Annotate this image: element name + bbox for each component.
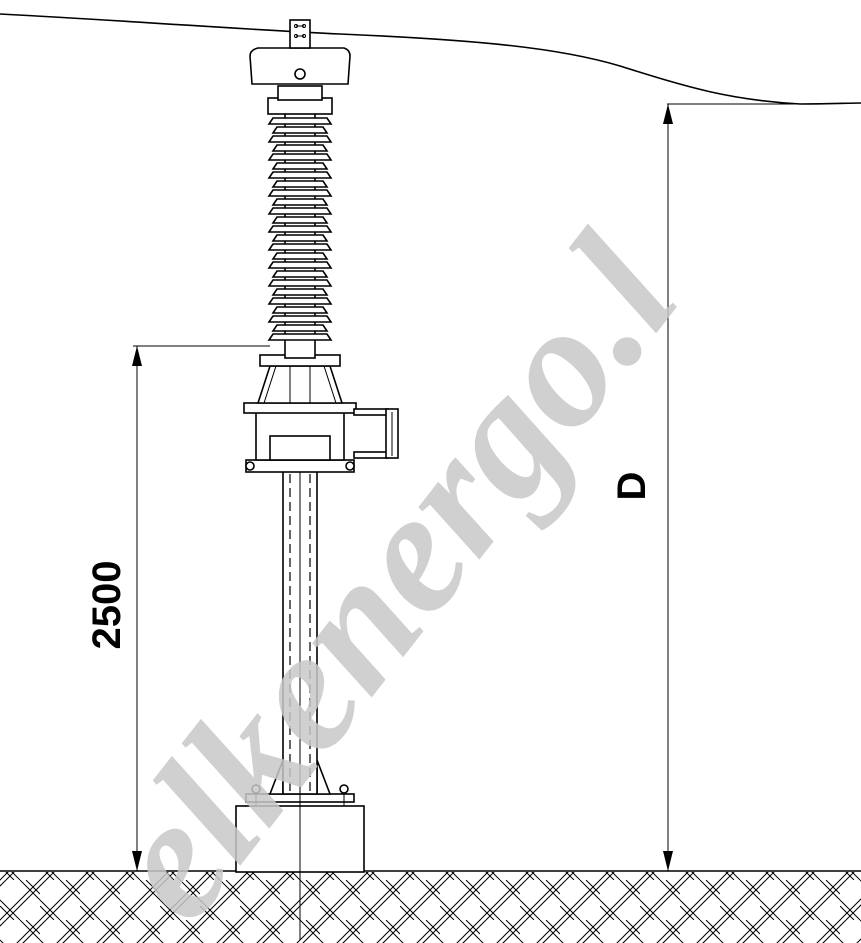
insulator-shed [267,243,333,251]
insulator-shed [267,207,333,215]
dimension-d-label: D [610,472,654,501]
dimension-2500 [132,345,270,871]
insulator-shed [267,333,333,341]
insulator-shed [267,279,333,287]
support-column [282,460,318,940]
insulator-shed [267,117,333,125]
insulator-shed [271,234,329,242]
insulator-shed [271,270,329,278]
insulator-shed [267,261,333,269]
insulator-shed [267,315,333,323]
insulator-shed [267,135,333,143]
mounting-frame [243,354,357,473]
terminal-bracket [353,408,399,459]
insulator-column [267,109,333,359]
insulator-shed [271,198,329,206]
insulator-shed [271,144,329,152]
watermark-text: elkenergo.l [67,202,714,943]
insulator-shed [267,171,333,179]
insulator-shed [271,324,329,332]
insulator-shed [267,297,333,305]
insulator-shed [271,252,329,260]
insulator-shed [271,126,329,134]
insulator-shed [271,180,329,188]
dimension-2500-label: 2500 [85,561,129,650]
insulator-shed [271,288,329,296]
ground-hatch [0,872,861,943]
insulator-shed [271,162,329,170]
insulator-shed [267,189,333,197]
insulator-shed [267,153,333,161]
insulator-shed [271,216,329,224]
dimension-d [663,103,800,871]
overhead-conductor [0,13,861,105]
top-cap [249,19,351,115]
insulator-shed [271,306,329,314]
insulator-shed [267,225,333,233]
